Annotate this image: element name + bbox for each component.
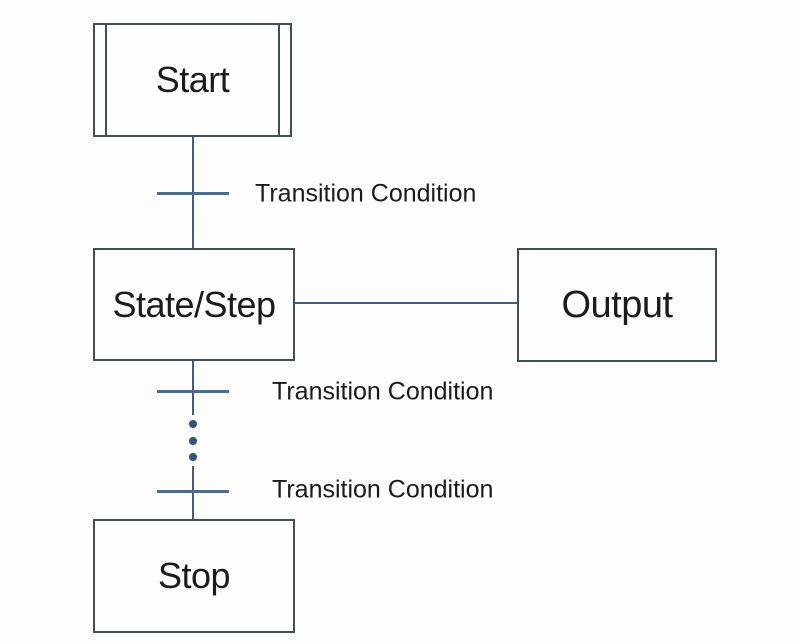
stop-node-label: Stop [157, 555, 231, 596]
output-node-label: Output [561, 283, 673, 326]
stop-node: Stop [93, 519, 295, 633]
ellipsis-dot [189, 420, 197, 428]
transition-label-2: Transition Condition [272, 377, 494, 406]
start-node: Start [93, 23, 292, 137]
ellipsis-dot [189, 437, 197, 445]
state-step-node: State/Step [93, 248, 295, 361]
state-step-node-label: State/Step [112, 283, 276, 325]
start-node-label: Start [155, 59, 230, 100]
connector-state-down [192, 361, 194, 415]
initial-step-right-bar [278, 25, 280, 135]
transition-label-3: Transition Condition [272, 475, 494, 504]
connector-state-to-output [295, 302, 517, 304]
transition-bar-3 [157, 490, 229, 493]
ellipsis-dot [189, 453, 197, 461]
transition-label-1: Transition Condition [255, 179, 477, 208]
initial-step-left-bar [105, 25, 107, 135]
transition-bar-1 [157, 192, 229, 195]
transition-bar-2 [157, 390, 229, 393]
output-node: Output [517, 248, 717, 362]
